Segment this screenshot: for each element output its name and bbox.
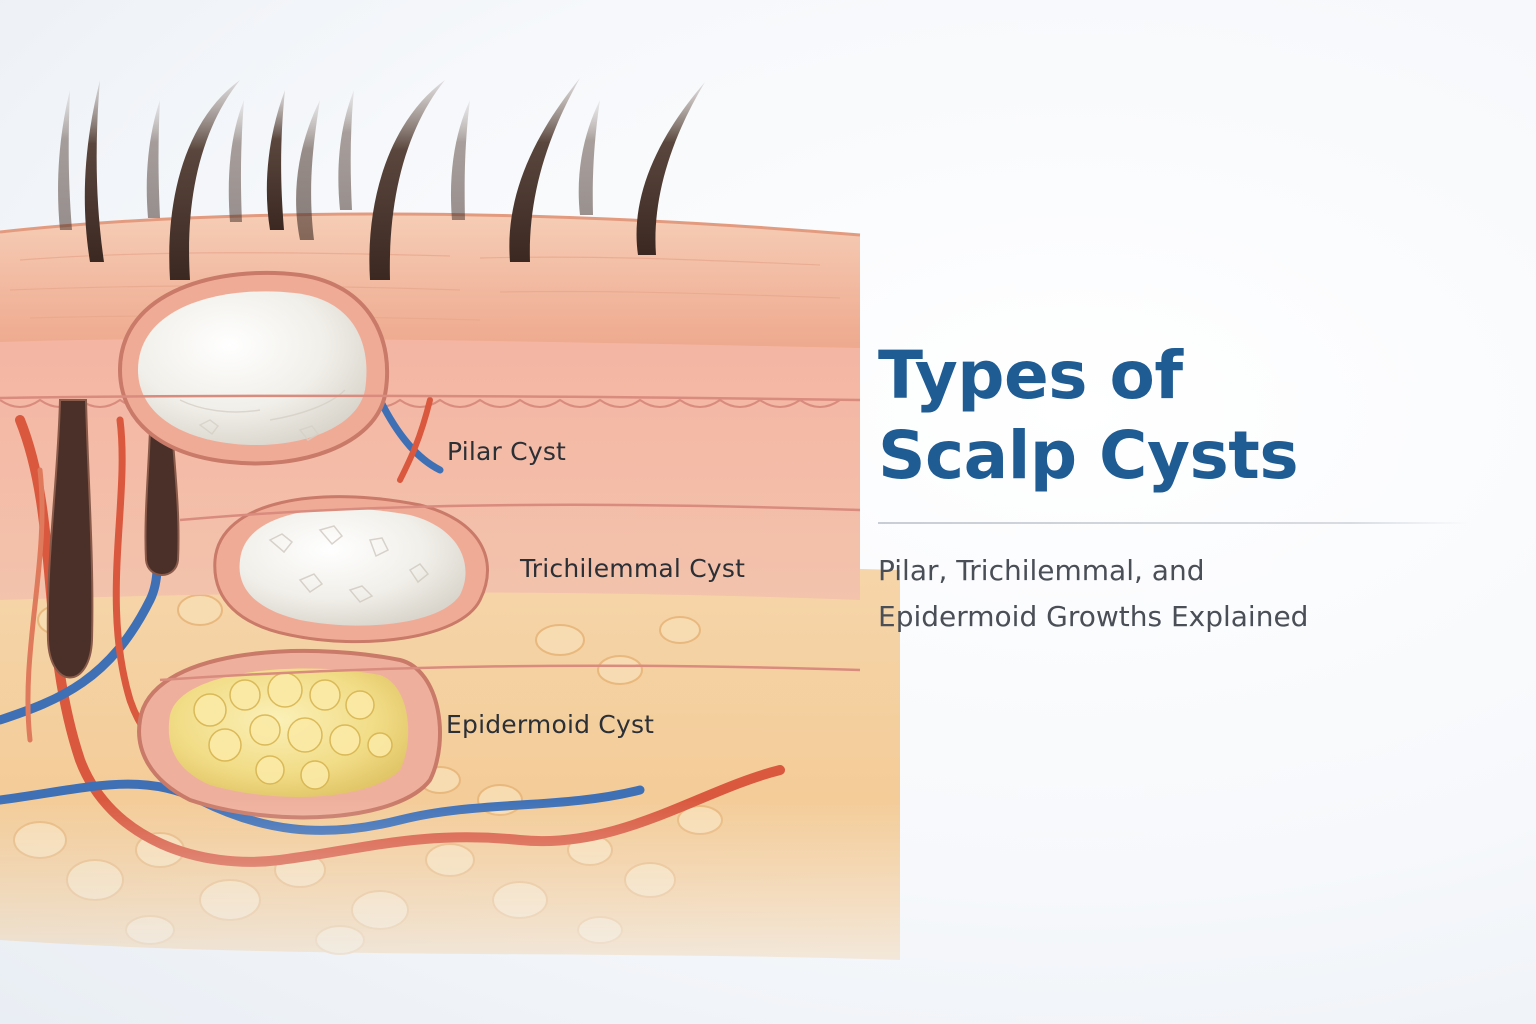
epidermis-layer <box>0 213 860 348</box>
page-subtitle: Pilar, Trichilemmal, and Epidermoid Grow… <box>878 548 1308 640</box>
pilar-cyst-label: Pilar Cyst <box>447 437 567 466</box>
epidermoid-cyst-label: Epidermoid Cyst <box>446 710 655 739</box>
hair-follicles <box>46 399 180 679</box>
fat-lobules <box>13 565 723 955</box>
subtitle-line-2: Epidermoid Growths Explained <box>878 600 1309 633</box>
subtitle-line-1: Pilar, Trichilemmal, and <box>878 554 1205 587</box>
trichilemmal-cyst-label: Trichilemmal Cyst <box>520 554 746 583</box>
trichilemmal-cyst-texture <box>268 525 430 603</box>
pilar-cyst-texture <box>179 389 346 441</box>
title-line-2: Scalp Cysts <box>878 417 1299 494</box>
title-line-1: Types of <box>878 337 1183 414</box>
hair-shafts <box>58 78 705 280</box>
title-divider <box>878 522 1468 524</box>
page-title: Types of Scalp Cysts <box>878 336 1299 496</box>
epidermoid-cyst-texture <box>193 672 393 790</box>
pilar-cyst-content <box>138 291 367 446</box>
trichilemmal-cyst-content <box>239 508 466 626</box>
tissue-boundaries <box>0 394 861 682</box>
